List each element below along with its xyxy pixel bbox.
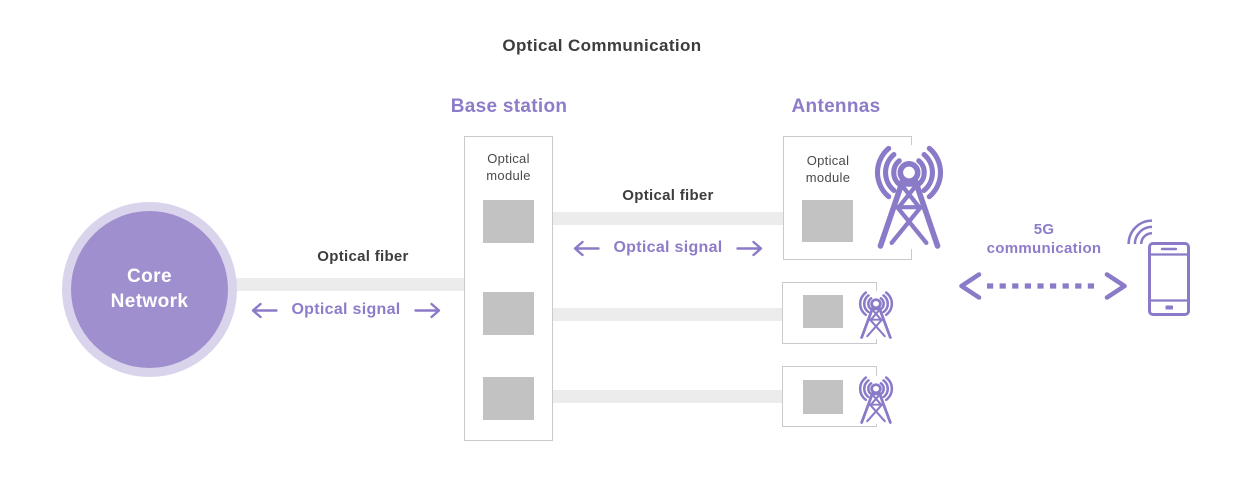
core-network-label: Core Network (71, 211, 228, 368)
fiber-line-base-to-antenna-1 (553, 212, 783, 225)
optical-module-square (483, 200, 534, 243)
antennas-heading: Antennas (791, 96, 881, 117)
right-arrow-icon (413, 302, 441, 319)
left-arrow-icon (251, 302, 279, 319)
optical-module-square (803, 295, 843, 328)
signal-text: Optical signal (291, 301, 401, 318)
base-station-module-label: Optical module (486, 151, 531, 183)
right-arrow-icon (735, 240, 763, 257)
optical-module-square (483, 292, 534, 335)
fiber-line-base-to-antenna-2 (553, 308, 782, 321)
signal-waves-icon (1116, 208, 1152, 244)
five-g-line1: 5G (1033, 221, 1055, 238)
core-network-line1: Core (127, 265, 172, 287)
smartphone-icon (1148, 242, 1190, 316)
fiber-label-core-base: Optical fiber (317, 248, 409, 265)
optical-module-square (802, 200, 853, 242)
page-title: Optical Communication (502, 36, 702, 55)
left-arrow-icon (573, 240, 601, 257)
antenna-tower-icon (855, 291, 897, 339)
five-g-label: 5G communication (958, 220, 1130, 258)
optical-module-square (803, 380, 843, 414)
core-network-line2: Network (110, 290, 189, 312)
antenna-module-label: Optical module (805, 153, 851, 185)
signal-label-core-base: Optical signal (248, 301, 444, 319)
fiber-line-core-to-base (195, 278, 464, 291)
antenna-tower-icon (855, 376, 897, 424)
fiber-line-base-to-antenna-3 (553, 390, 782, 403)
dashed-double-arrow-icon (956, 272, 1130, 300)
signal-label-base-antenna: Optical signal (570, 239, 766, 257)
signal-text: Optical signal (613, 239, 723, 256)
five-g-line2: communication (986, 240, 1102, 257)
core-network-node: Core Network (62, 202, 237, 377)
fiber-label-base-antenna: Optical fiber (622, 187, 714, 204)
antenna-tower-icon (873, 145, 945, 249)
base-station-heading: Base station (450, 96, 568, 117)
optical-module-square (483, 377, 534, 420)
